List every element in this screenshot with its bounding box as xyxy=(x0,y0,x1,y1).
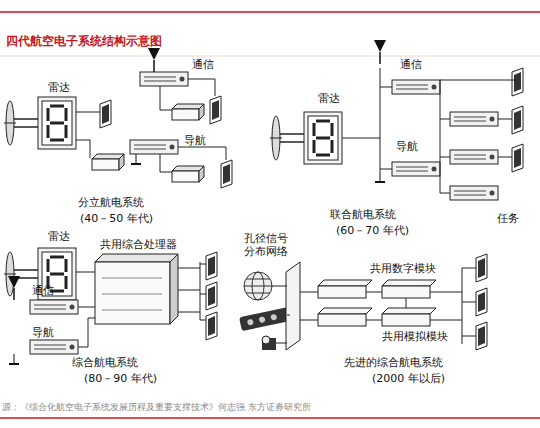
chart-title: 四代航空电子系统结构示意图 xyxy=(6,33,162,50)
system-name: 分立航电系统 xyxy=(78,196,144,209)
mission-label: 任务 xyxy=(497,212,519,225)
radar-label: 雷达 xyxy=(48,81,70,94)
era-label: (80－90 年代) xyxy=(84,372,157,385)
era-label: (40－50 年代) xyxy=(80,212,153,225)
era-label: (60－70 年代) xyxy=(336,224,409,237)
system-name: 联合航电系统 xyxy=(330,208,396,221)
system-name: 综合航电系统 xyxy=(72,356,138,369)
module-label: 共用模拟模块 xyxy=(382,330,448,343)
source-note: 源：《综合化航空电子系统发展历程及重要支撑技术》何志强 东方证券研究所 xyxy=(2,402,311,414)
radar-label: 雷达 xyxy=(318,92,340,105)
comm-label: 通信 xyxy=(32,284,54,297)
processor-label: 共用综合处理器 xyxy=(100,238,177,251)
radar-label: 雷达 xyxy=(48,230,70,243)
system-name: 先进的综合航电系统 xyxy=(344,356,443,369)
network-label: 孔径信号 分布网络 xyxy=(244,232,298,258)
nav-label: 导航 xyxy=(396,140,418,153)
comm-label: 通信 xyxy=(192,58,214,71)
comm-label: 通信 xyxy=(400,58,422,71)
module-label: 共用数字模块 xyxy=(370,262,436,275)
nav-label: 导航 xyxy=(32,326,54,339)
era-label: (2000 年以后) xyxy=(372,372,445,385)
nav-label: 导航 xyxy=(184,134,206,147)
